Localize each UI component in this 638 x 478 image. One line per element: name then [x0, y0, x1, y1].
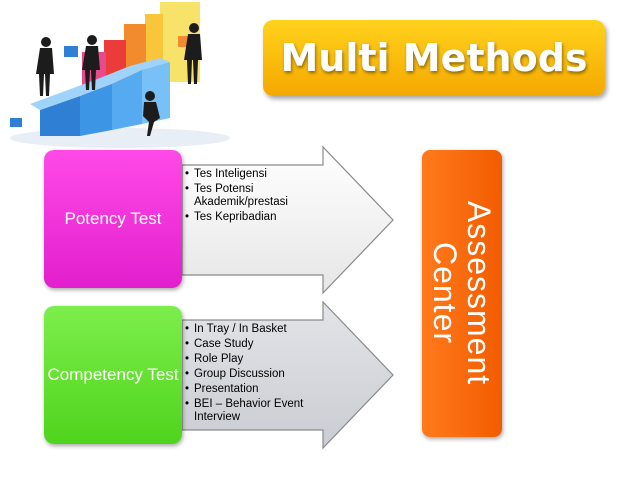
- assessment-center-box: Assessment Center: [422, 150, 502, 437]
- potency-test-list: Tes Inteligensi Tes Potensi Akademik/pre…: [185, 168, 315, 226]
- title-banner: Multi Methods: [263, 20, 605, 96]
- list-item: Tes Kepribadian: [185, 211, 315, 224]
- blocks-illustration: [10, 2, 230, 148]
- list-item: Role Play: [185, 353, 325, 366]
- competency-test-label: Competency Test: [47, 365, 179, 384]
- assessment-center-label: Assessment Center: [427, 150, 497, 437]
- list-item: In Tray / In Basket: [185, 323, 325, 336]
- list-item: BEI – Behavior Event Interview: [185, 398, 325, 424]
- competency-test-box: Competency Test: [44, 306, 182, 444]
- potency-test-box: Potency Test: [44, 150, 182, 288]
- assessment-center-line1: Assessment: [461, 200, 497, 386]
- list-item: Case Study: [185, 338, 325, 351]
- list-item: Presentation: [185, 383, 325, 396]
- assessment-center-line2: Center: [427, 241, 463, 345]
- page-title: Multi Methods: [280, 36, 588, 80]
- list-item: Tes Inteligensi: [185, 168, 315, 181]
- competency-test-list: In Tray / In Basket Case Study Role Play…: [185, 323, 325, 426]
- potency-test-label: Potency Test: [64, 209, 162, 228]
- list-item: Group Discussion: [185, 368, 325, 381]
- list-item: Tes Potensi Akademik/prestasi: [185, 183, 315, 209]
